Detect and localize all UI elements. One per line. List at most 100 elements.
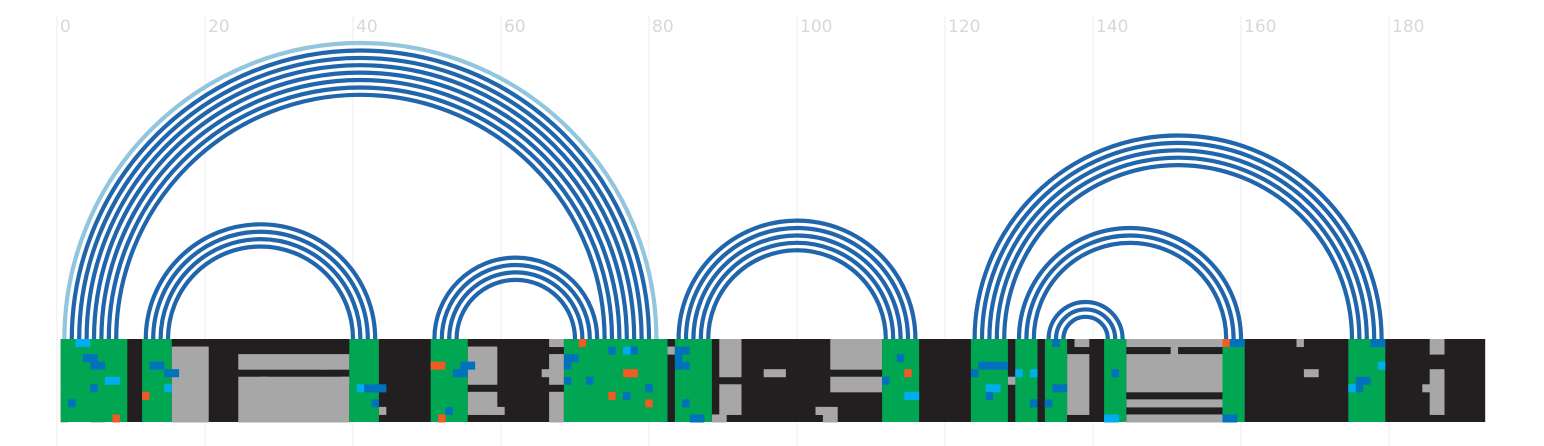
variant-cell — [112, 414, 120, 423]
variant-cell — [970, 369, 979, 378]
gap-cell — [556, 354, 564, 363]
gap-cell — [830, 346, 883, 355]
base-pair-arc — [165, 244, 356, 340]
base-pair-arc — [158, 237, 363, 340]
gap-cell — [549, 361, 564, 370]
gap-cell — [549, 391, 564, 400]
helix-column — [970, 339, 1008, 422]
tick-label: 20 — [208, 17, 230, 37]
gap-cell — [467, 354, 498, 363]
base-pair-arc — [994, 155, 1362, 340]
gap-cell — [711, 414, 727, 423]
gap-cell — [815, 406, 831, 415]
base-pair-arc — [143, 222, 378, 340]
variant-cell — [1030, 369, 1038, 378]
variant-cell — [896, 354, 905, 363]
variant-cell — [1229, 339, 1245, 348]
variant-cell — [682, 399, 690, 408]
gap-cell — [1126, 361, 1223, 370]
variant-cell — [1044, 399, 1053, 408]
variant-cell — [1111, 369, 1119, 378]
helix-column — [142, 339, 172, 422]
gap-cell — [171, 346, 209, 355]
gap-cell — [549, 399, 564, 408]
variant-cell — [623, 391, 631, 400]
base-pair-arc — [99, 77, 622, 340]
gap-cell — [1429, 369, 1445, 378]
gap-cell — [1126, 376, 1223, 385]
base-pair-arc — [1061, 314, 1110, 340]
tick-label: 160 — [1244, 17, 1276, 37]
gap-cell — [1429, 376, 1445, 385]
gap-cell — [1126, 369, 1223, 378]
variant-cell — [142, 391, 150, 400]
variant-cell — [1222, 339, 1230, 348]
gap-cell — [1422, 384, 1438, 393]
gap-cell — [1429, 391, 1445, 400]
gap-cell — [341, 376, 350, 385]
variant-cell — [586, 376, 594, 385]
base-pair-arc — [979, 140, 1377, 340]
base-pair-arc — [84, 63, 637, 340]
tick-label: 100 — [800, 17, 832, 37]
base-pair-arc — [91, 70, 629, 340]
base-pair-arc — [106, 85, 615, 340]
base-pair-arc — [151, 229, 370, 340]
base-pair-arc — [1016, 225, 1244, 340]
base-pair-arc — [114, 92, 607, 340]
gap-cell — [549, 376, 564, 385]
gap-cell — [1067, 384, 1090, 393]
variant-cell — [430, 361, 446, 370]
base-pair-arc — [439, 262, 592, 340]
variant-cell — [68, 399, 76, 408]
base-pair-arc — [706, 248, 888, 340]
variant-cell — [882, 376, 890, 385]
helix-column — [1104, 339, 1127, 422]
gap-cell — [830, 361, 883, 370]
variant-cell — [1355, 384, 1364, 393]
gap-cell — [1074, 339, 1090, 348]
gap-cell — [549, 339, 564, 348]
gap-cell — [467, 399, 498, 408]
variant-cell — [1355, 376, 1371, 385]
variant-cell — [904, 369, 912, 378]
variant-cell — [563, 354, 579, 363]
variant-cell — [1052, 384, 1068, 393]
gap-cell — [489, 406, 505, 415]
gap-cell — [238, 354, 350, 363]
variant-cell — [1052, 339, 1060, 348]
gap-cell — [319, 361, 328, 370]
variant-cell — [904, 391, 920, 400]
variant-cell — [993, 361, 1008, 370]
base-pair-arc — [62, 40, 659, 340]
variant-cell — [1222, 414, 1238, 423]
gap-cell — [822, 414, 838, 423]
gap-cell — [719, 384, 742, 393]
gap-cell — [1126, 354, 1223, 363]
gap-cell — [549, 406, 564, 415]
gap-cell — [171, 376, 209, 385]
gap-cell — [171, 391, 209, 400]
gap-cell — [238, 384, 350, 393]
arc-layer — [62, 40, 1384, 340]
gap-cell — [238, 406, 350, 415]
gap-cell — [1067, 399, 1090, 408]
variant-cell — [1030, 399, 1038, 408]
variant-cell — [623, 346, 631, 355]
gap-cell — [1126, 384, 1223, 393]
variant-cell — [985, 384, 1001, 393]
tick-label: 0 — [60, 17, 71, 37]
gap-cell — [171, 399, 209, 408]
variant-cell — [164, 384, 172, 393]
variant-cell — [1348, 384, 1356, 393]
gap-cell — [275, 391, 283, 400]
gap-cell — [171, 406, 209, 415]
gap-cell — [171, 384, 209, 393]
variant-cell — [978, 361, 994, 370]
gap-cell — [467, 346, 498, 355]
variant-cell — [149, 361, 165, 370]
base-pair-arc — [1046, 299, 1125, 340]
helix-column — [1015, 339, 1038, 422]
helix-column — [349, 339, 379, 422]
